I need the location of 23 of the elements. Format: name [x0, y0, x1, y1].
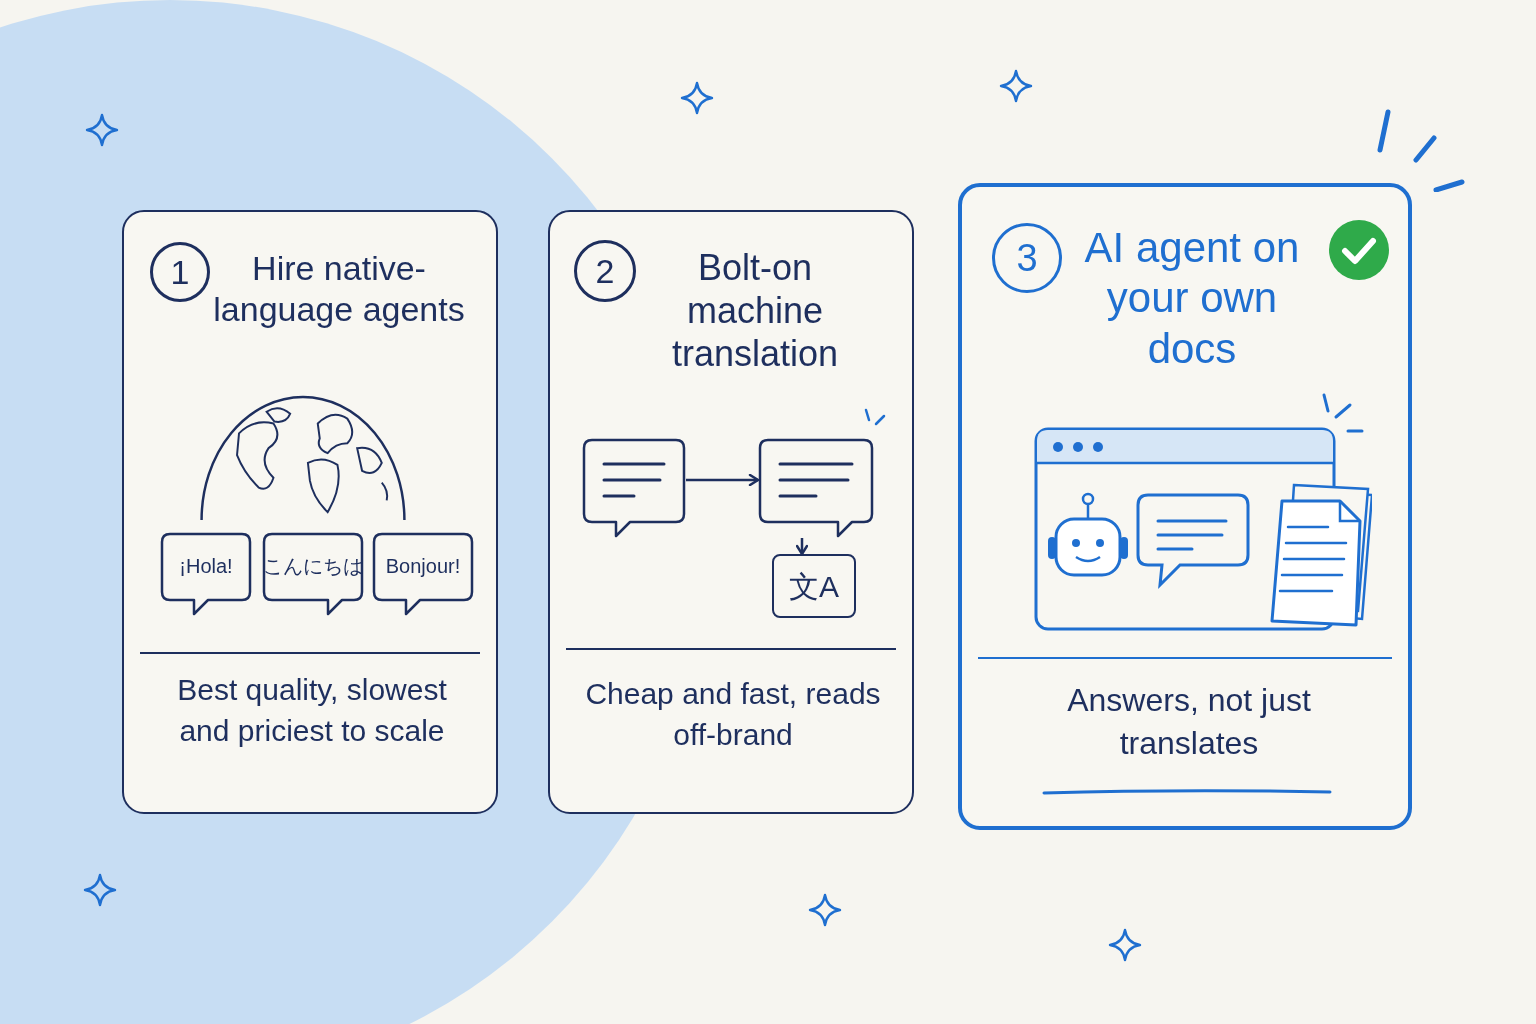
step-number: 3 [992, 223, 1062, 293]
speech-bubble [758, 438, 874, 538]
option-card [958, 183, 1412, 830]
option-card [548, 210, 914, 814]
arrow [686, 473, 760, 487]
card-heading: Bolt-on machine translation [670, 246, 840, 376]
card-footer: Answers, not just translates [1012, 679, 1366, 766]
speech-bubble [372, 532, 474, 616]
step-number: 2 [574, 240, 636, 302]
card-heading: AI agent on your own docs [1083, 223, 1301, 374]
speech-bubble [582, 438, 686, 538]
card-heading: Hire native-language agents [212, 248, 466, 330]
translate-symbol: 文A [772, 554, 856, 618]
speech-bubble [160, 532, 252, 616]
card-footer: Best quality, slowest and priciest to scale [164, 670, 460, 751]
step-number: 1 [150, 242, 210, 302]
greeting-text: こんにちは [263, 554, 363, 579]
greeting-text: Bonjour! [385, 554, 461, 579]
speech-bubble [262, 532, 364, 616]
greeting-text: ¡Hola! [179, 554, 233, 579]
option-card [122, 210, 498, 814]
arrow [795, 538, 809, 556]
card-footer: Cheap and fast, reads off-brand [580, 674, 886, 755]
